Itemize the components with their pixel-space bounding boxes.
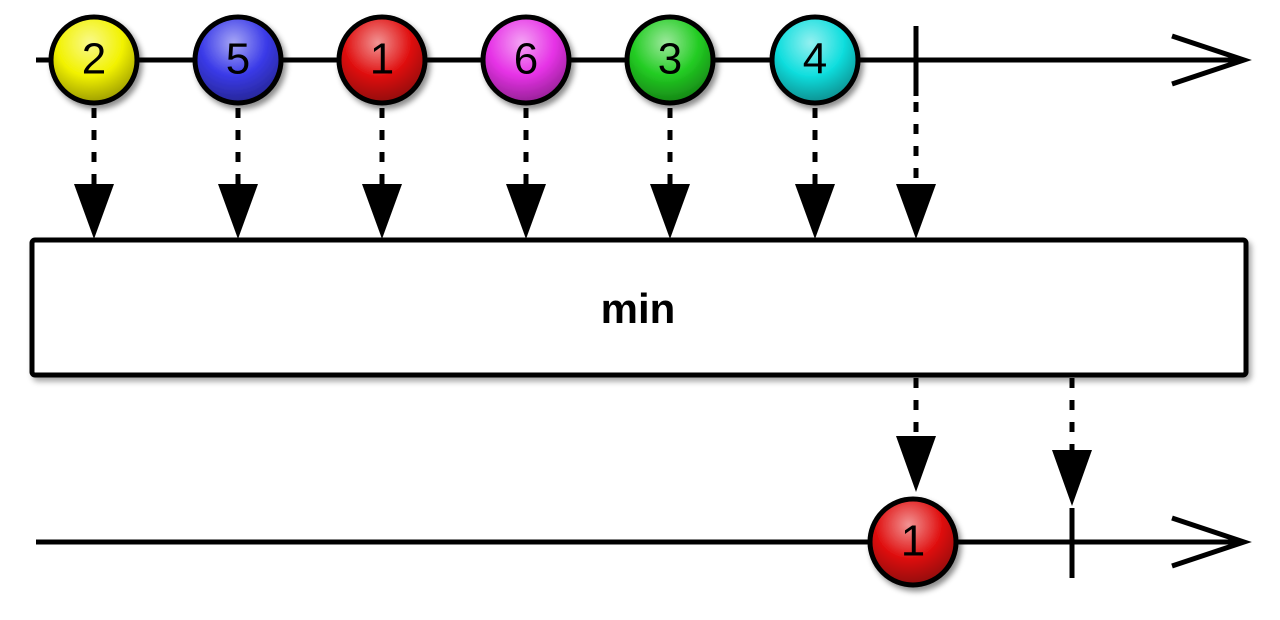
input-marble-circle bbox=[769, 14, 861, 106]
operator-box-rect bbox=[29, 237, 1249, 378]
input-marble-label: 3 bbox=[658, 35, 682, 84]
input-marble: 6 bbox=[480, 14, 572, 106]
output-emission-arrowhead bbox=[896, 436, 936, 492]
input-marble-label: 2 bbox=[82, 35, 106, 84]
output-completion-arrowhead bbox=[1052, 450, 1092, 506]
input-emission-arrow-head bbox=[795, 184, 835, 239]
input-timeline-arrowhead bbox=[1171, 33, 1252, 87]
output-marble-circle bbox=[867, 496, 959, 588]
input-marble-circle bbox=[480, 14, 572, 106]
input-emission-arrow-head bbox=[650, 184, 690, 239]
input-to-operator-arrows bbox=[74, 102, 936, 239]
input-marble: 4 bbox=[769, 14, 861, 106]
input-emission-arrow-head bbox=[506, 184, 546, 239]
input-marble-circle bbox=[192, 14, 284, 106]
input-marble-circle bbox=[624, 14, 716, 106]
output-marble: 1 bbox=[867, 496, 959, 588]
input-emission-arrow-head bbox=[218, 184, 258, 239]
input-marble: 3 bbox=[624, 14, 716, 106]
input-marble: 5 bbox=[192, 14, 284, 106]
output-timeline bbox=[36, 508, 1252, 578]
input-marble-label: 6 bbox=[514, 35, 538, 84]
input-marbles: 2 5 1 6 3 4 bbox=[48, 14, 861, 106]
output-timeline-arrowhead bbox=[1171, 515, 1252, 569]
input-marble-label: 4 bbox=[803, 35, 827, 84]
input-marble-circle bbox=[48, 14, 140, 106]
output-marbles: 1 bbox=[867, 496, 959, 588]
input-marble-circle bbox=[336, 14, 428, 106]
operator-label: min bbox=[601, 285, 676, 332]
operator-to-output-arrows bbox=[896, 378, 1092, 506]
output-marble-label: 1 bbox=[901, 517, 925, 566]
input-completion-arrow-head bbox=[896, 184, 936, 239]
input-marble: 2 bbox=[48, 14, 140, 106]
input-emission-arrow-head bbox=[362, 184, 402, 239]
input-marble-label: 1 bbox=[370, 35, 394, 84]
operator-box: min bbox=[29, 237, 1249, 378]
input-marble-label: 5 bbox=[226, 35, 250, 84]
input-marble: 1 bbox=[336, 14, 428, 106]
input-emission-arrow-head bbox=[74, 184, 114, 239]
